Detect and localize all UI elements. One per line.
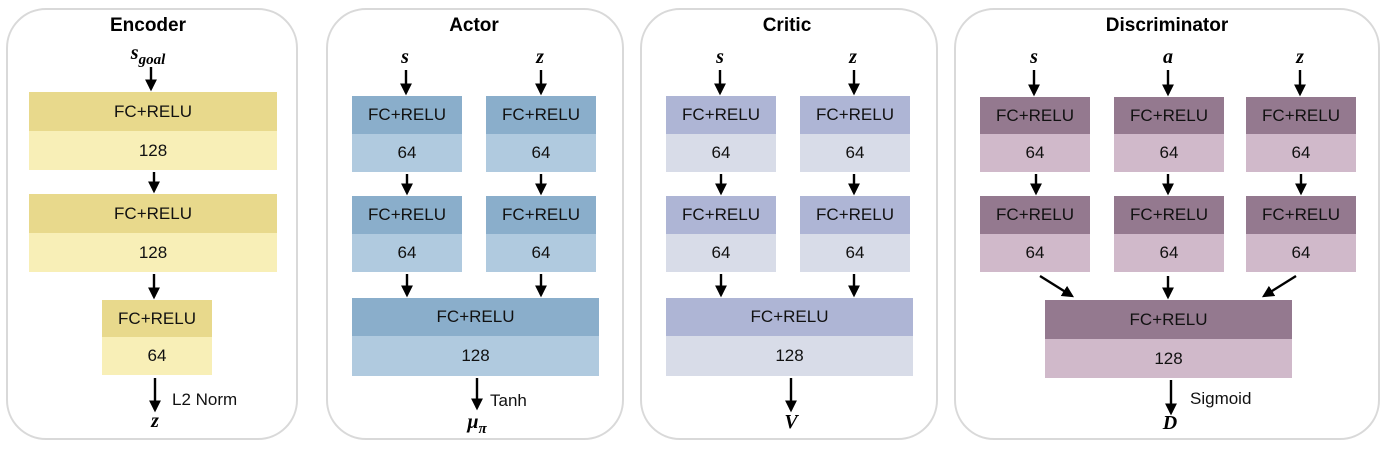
layer-size: 64 [666,134,776,172]
actor-merge-layer: FC+RELU 128 [352,298,599,376]
discriminator-title: Discriminator [1105,15,1229,36]
encoder-output-var: z [151,410,159,432]
layer-label: FC+RELU [352,298,599,336]
layer-size: 64 [486,234,596,272]
layer-label: FC+RELU [29,92,277,131]
layer-size: 128 [1045,339,1292,378]
discriminator-output-var: D [1162,412,1178,434]
layer-size: 64 [102,337,212,375]
discriminator-input-z: z [1296,46,1304,68]
layer-size: 128 [666,336,913,376]
layer-size: 64 [800,134,910,172]
discriminator-activation-label: Sigmoid [1190,389,1252,408]
encoder-layer-1: FC+RELU 128 [29,92,277,170]
layer-label: FC+RELU [1246,196,1356,234]
layer-size: 64 [1114,234,1224,272]
layer-size: 64 [980,134,1090,172]
actor-activation-label: Tanh [490,391,527,410]
actor-branch-s-layer-1: FC+RELU 64 [352,96,462,172]
layer-label: FC+RELU [1114,97,1224,134]
layer-size: 64 [1114,134,1224,172]
layer-label: FC+RELU [800,196,910,234]
critic-input-s: s [716,46,724,68]
encoder-layer-3: FC+RELU 64 [102,300,212,375]
layer-size: 64 [666,234,776,272]
encoder-layer-2: FC+RELU 128 [29,194,277,272]
actor-output-var: μπ [467,411,487,437]
layer-label: FC+RELU [666,96,776,134]
encoder-input-var: sgoal [130,42,166,68]
layer-label: FC+RELU [1114,196,1224,234]
critic-branch-s-layer-1: FC+RELU 64 [666,96,776,172]
discriminator-input-a: a [1163,46,1173,68]
layer-size: 128 [29,131,277,170]
discriminator-branch-s-layer-2: FC+RELU 64 [980,196,1090,272]
discriminator-branch-z-layer-2: FC+RELU 64 [1246,196,1356,272]
layer-label: FC+RELU [486,196,596,234]
critic-branch-z-layer-1: FC+RELU 64 [800,96,910,172]
layer-size: 64 [1246,234,1356,272]
layer-label: FC+RELU [352,196,462,234]
discriminator-input-s: s [1030,46,1038,68]
layer-size: 128 [29,233,277,272]
encoder-title: Encoder [109,15,187,36]
critic-merge-layer: FC+RELU 128 [666,298,913,376]
discriminator-branch-s-layer-1: FC+RELU 64 [980,97,1090,172]
layer-size: 64 [800,234,910,272]
layer-size: 128 [352,336,599,376]
discriminator-merge-layer: FC+RELU 128 [1045,300,1292,378]
layer-label: FC+RELU [980,97,1090,134]
discriminator-branch-z-layer-1: FC+RELU 64 [1246,97,1356,172]
layer-label: FC+RELU [29,194,277,233]
arrow [1039,274,1075,298]
layer-label: FC+RELU [102,300,212,337]
critic-title: Critic [762,15,812,36]
actor-title: Actor [449,15,499,36]
layer-size: 64 [980,234,1090,272]
critic-output-var: V [784,411,798,433]
layer-size: 64 [486,134,596,172]
layer-size: 64 [352,234,462,272]
layer-label: FC+RELU [1246,97,1356,134]
layer-label: FC+RELU [800,96,910,134]
layer-label: FC+RELU [352,96,462,134]
critic-input-z: z [849,46,857,68]
layer-label: FC+RELU [666,298,913,336]
layer-size: 64 [1246,134,1356,172]
arrow [1261,274,1297,298]
layer-size: 64 [352,134,462,172]
actor-input-z: z [536,46,544,68]
encoder-activation-label: L2 Norm [172,390,238,409]
discriminator-branch-a-layer-2: FC+RELU 64 [1114,196,1224,272]
actor-branch-z-layer-1: FC+RELU 64 [486,96,596,172]
actor-branch-s-layer-2: FC+RELU 64 [352,196,462,272]
layer-label: FC+RELU [486,96,596,134]
layer-label: FC+RELU [666,196,776,234]
critic-branch-z-layer-2: FC+RELU 64 [800,196,910,272]
layer-label: FC+RELU [980,196,1090,234]
layer-label: FC+RELU [1045,300,1292,339]
critic-branch-s-layer-2: FC+RELU 64 [666,196,776,272]
actor-branch-z-layer-2: FC+RELU 64 [486,196,596,272]
discriminator-branch-a-layer-1: FC+RELU 64 [1114,97,1224,172]
actor-input-s: s [401,46,409,68]
